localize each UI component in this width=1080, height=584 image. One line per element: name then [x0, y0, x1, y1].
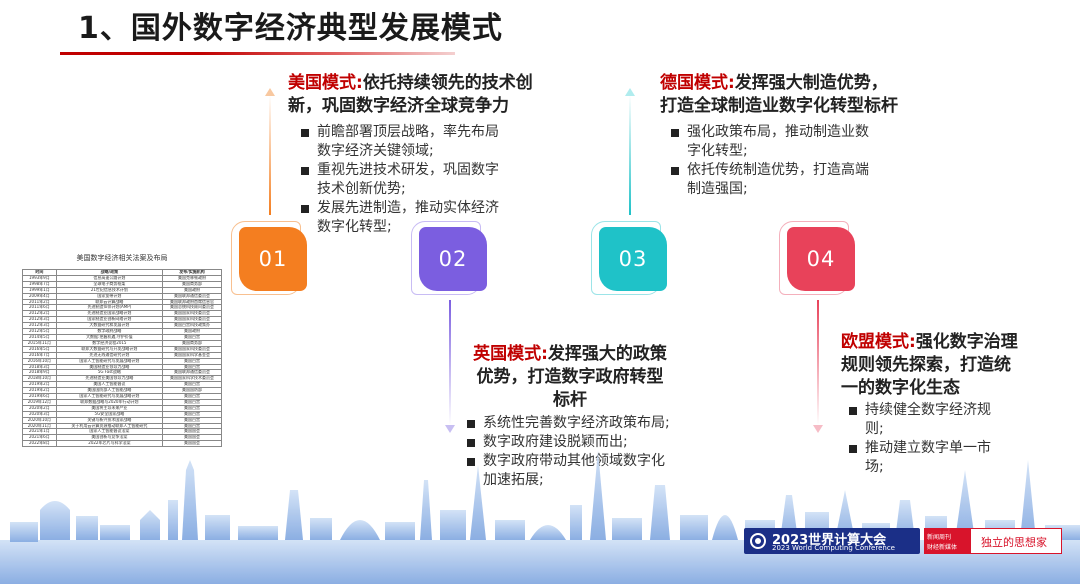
- uk-heading-line3: 标杆: [553, 390, 587, 410]
- uk-heading: 英国模式:发挥强大的政策 优势，打造数字政府转型 标杆: [470, 343, 670, 412]
- germany-bullet: 依托传统制造优势，打造高端制造强国;: [670, 161, 878, 199]
- card-01: 01: [231, 221, 309, 295]
- connector-arrow-02: [445, 425, 455, 433]
- conference-name: 2023世界计算大会: [772, 533, 887, 548]
- conference-logo-icon: [750, 533, 766, 549]
- eu-bullet: 持续健全数字经济规则;: [848, 401, 1008, 439]
- policy-table-cell: 美国国家科学技术委员会: [162, 375, 222, 383]
- card-01-box: 01: [239, 227, 307, 291]
- uk-bullet: 数字政府建设脱颖而出;: [466, 433, 678, 452]
- uk-bullet: 数字政府带动其他领域数字化加速拓展;: [466, 452, 678, 490]
- card-03-number: 03: [618, 247, 648, 271]
- policy-table-cell: 2022年芯片与科学法案: [55, 440, 164, 448]
- slogan-text: 独立的思想家: [981, 536, 1047, 549]
- eu-bullet-list: 持续健全数字经济规则; 推动建立数字单一市场;: [848, 401, 1008, 477]
- germany-bullet: 强化政策布局，推动制造业数字化转型;: [670, 123, 878, 161]
- usa-bullet-list: 前瞻部署顶层战略，率先布局数字经济关键领域; 重视先进技术研发，巩固数字技术创新…: [300, 123, 510, 237]
- usa-heading: 美国模式:依托持续领先的技术创 新，巩固数字经济全球竞争力: [288, 72, 533, 118]
- card-03-box: 03: [599, 227, 667, 291]
- card-02-number: 02: [438, 247, 468, 271]
- uk-heading-line2: 优势，打造数字政府转型: [476, 367, 664, 387]
- connector-line-04: [817, 300, 819, 425]
- media-logo-line2: 财经新媒体: [927, 544, 958, 551]
- conference-name-en: 2023 World Computing Conference: [772, 544, 895, 552]
- uk-bullet-list: 系统性完善数字经济政策布局; 数字政府建设脱颖而出; 数字政府带动其他领域数字化…: [466, 414, 678, 490]
- card-01-number: 01: [258, 247, 288, 271]
- policy-table-title: 美国数字经济相关法案及布局: [76, 254, 168, 262]
- city-skyline-illustration: [0, 450, 1080, 584]
- conference-badge: 2023世界计算大会 2023 World Computing Conferen…: [744, 528, 920, 554]
- usa-bullet: 发展先进制造，推动实体经济数字化转型;: [300, 199, 510, 237]
- policy-table-cell: 美国总统科技顾问委员会: [162, 304, 222, 312]
- media-logo-line1: 新闻周刊: [927, 534, 952, 541]
- connector-arrow-01: [265, 88, 275, 96]
- connector-arrow-03: [625, 88, 635, 96]
- policy-table-row: 1993年9月信息高速公路计划美国克林顿政府: [22, 274, 222, 282]
- media-logo: 新闻周刊 财经新媒体: [924, 528, 970, 554]
- card-02-box: 02: [419, 227, 487, 291]
- eu-heading: 欧盟模式:强化数字治理 规则领先探索，打造统 一的数字化生态: [841, 331, 1031, 400]
- germany-heading-line2: 打造全球制造业数字化转型标杆: [660, 96, 898, 116]
- policy-table-cell: 美国联邦政府首席信息官: [162, 298, 222, 306]
- card-03: 03: [591, 221, 669, 295]
- card-02: 02: [411, 221, 489, 295]
- usa-heading-line1: 依托持续领先的技术创: [362, 73, 533, 93]
- uk-heading-key: 英国模式:: [473, 344, 548, 364]
- uk-heading-line1: 发挥强大的政策: [547, 344, 667, 364]
- policy-table-cell: 关于利用云计算资源推动联邦人工智能研究: [55, 422, 164, 430]
- title-underline: [60, 52, 455, 55]
- eu-heading-line1: 强化数字治理: [915, 332, 1018, 352]
- eu-bullet: 推动建立数字单一市场;: [848, 439, 1008, 477]
- card-04-box: 04: [787, 227, 855, 291]
- policy-table-row: 2019年2月美国国防部人工智能战略美国国防部: [22, 387, 222, 395]
- connector-arrow-04: [813, 425, 823, 433]
- usa-bullet: 前瞻部署顶层战略，率先布局数字经济关键领域;: [300, 123, 510, 161]
- germany-heading-key: 德国模式:: [660, 73, 735, 93]
- germany-heading: 德国模式:发挥强大制造优势， 打造全球制造业数字化转型标杆: [660, 72, 905, 118]
- connector-line-02: [449, 300, 451, 425]
- connector-line-01: [269, 95, 271, 215]
- card-04: 04: [779, 221, 857, 295]
- connector-line-03: [629, 95, 631, 215]
- slogan-box: 独立的思想家: [970, 528, 1062, 554]
- germany-heading-line1: 发挥强大制造优势，: [734, 73, 888, 93]
- germany-bullet-list: 强化政策布局，推动制造业数字化转型; 依托传统制造优势，打造高端制造强国;: [670, 123, 878, 199]
- uk-bullet: 系统性完善数字经济政策布局;: [466, 414, 678, 433]
- eu-heading-key: 欧盟模式:: [841, 332, 916, 352]
- usa-heading-key: 美国模式:: [288, 73, 363, 93]
- eu-heading-line3: 一的数字化生态: [841, 378, 960, 398]
- usa-heading-line2: 新，巩固数字经济全球竞争力: [288, 96, 509, 116]
- card-04-number: 04: [806, 247, 836, 271]
- usa-bullet: 重视先进技术研发，巩固数字技术创新优势;: [300, 161, 510, 199]
- policy-table-cell: 美国国会: [162, 440, 222, 448]
- eu-heading-line2: 规则领先探索，打造统: [841, 355, 1011, 375]
- policy-table-row: 2018年10月先进制造业美国领导力战略美国国家科学技术委员会: [22, 375, 222, 383]
- page-title: 1、国外数字经济典型发展模式: [78, 11, 503, 46]
